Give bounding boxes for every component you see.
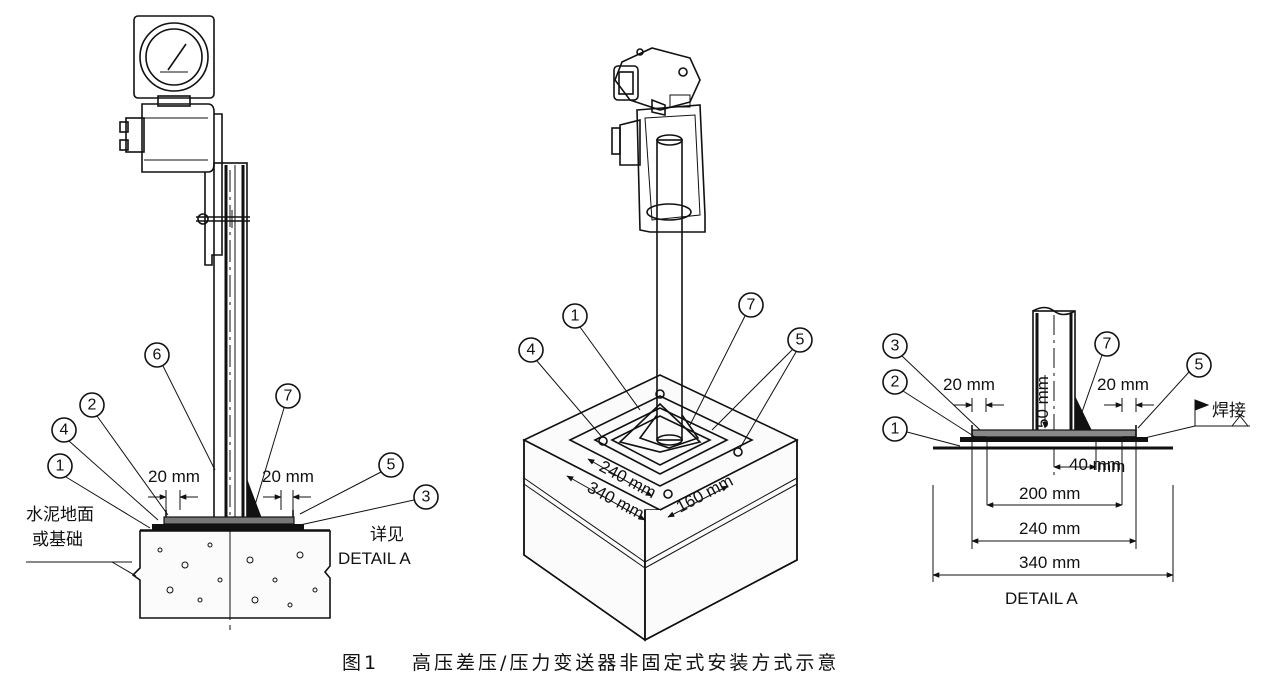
svg-text:1: 1 [571,308,580,325]
callout-5-center: 5 [711,327,813,449]
callout-5-left: 5 [299,452,404,515]
svg-text:4: 4 [60,422,69,439]
detail-title: DETAIL A [1005,589,1078,608]
center-isometric-view: 240 mm 340 mm 160 mm 1 4 7 5 [518,47,813,642]
isometric-concrete-block [522,374,799,642]
callout-7-detail: 7 [1081,331,1120,413]
callout-7-center: 7 [689,292,764,426]
detail-dim-40-unit: mm [1097,457,1125,476]
svg-text:1: 1 [56,458,65,475]
callout-1-detail: 1 [882,416,961,447]
caption-prefix: 图1 [342,652,379,674]
detail-dim-20-right: 20 mm [1097,375,1149,394]
dim-20mm-right-label: 20 mm [262,467,314,486]
detail-dim-lines [932,375,1174,578]
mounting-bracket [196,113,250,266]
concrete-foundation [131,530,331,619]
callout-7-left: 7 [254,383,301,506]
svg-text:5: 5 [1195,357,1204,374]
detail-dim-340: 340 mm [1019,553,1080,572]
detail-pipe [1032,306,1096,480]
callout-1-center: 1 [562,303,641,411]
callout-4-center: 4 [518,337,603,438]
svg-text:7: 7 [284,388,293,405]
detail-a-view: 20 mm 20 mm 50 mm 40 mm mm 200 mm 240 mm… [882,306,1250,608]
iso-dim-lines [566,458,729,521]
detail-dim-240: 240 mm [1019,519,1080,538]
svg-text:3: 3 [891,338,900,355]
svg-text:4: 4 [527,342,536,359]
detail-ref-line1: 详见 [370,525,404,545]
svg-text:2: 2 [88,397,97,414]
isometric-transmitter [613,47,701,117]
svg-text:1: 1 [891,421,900,438]
isometric-pipe-stand [638,134,700,449]
svg-text:5: 5 [796,332,805,349]
isometric-bracket [611,104,706,233]
svg-text:5: 5 [387,457,396,474]
left-elevation-view: 20 mm 20 mm 6 7 2 4 [26,15,439,630]
svg-text:7: 7 [747,297,756,314]
detail-dim-50: 50 mm [1033,376,1052,428]
dim-20mm-left-label: 20 mm [148,467,200,486]
callout-5-detail: 5 [1137,352,1212,429]
ground-label-line1: 水泥地面 [26,505,94,525]
detail-dim-40: 40 mm [1069,455,1121,474]
callout-1-left: 1 [47,453,151,529]
dim-20mm-left: 20 mm [148,467,200,510]
dim-20mm-right: 20 mm [262,467,314,510]
detail-dim-200: 200 mm [1019,484,1080,503]
callout-3-detail: 3 [882,333,981,431]
callout-2-left: 2 [79,392,169,516]
transmitter-body [119,103,215,173]
transmitter-gauge-head [133,15,215,107]
figure-caption: 图1 高压差压/压力变送器非固定式安装方式示意 [342,652,839,674]
ground-label-line2: 或基础 [32,530,83,550]
svg-text:3: 3 [422,489,431,506]
svg-text:6: 6 [153,347,162,364]
detail-ref-line2: DETAIL A [338,549,411,568]
callout-4-left: 4 [51,417,159,521]
svg-text:7: 7 [1103,336,1112,353]
weld-symbol: 焊接 [1135,399,1250,441]
base-plate [140,510,330,531]
weld-label: 焊接 [1212,401,1246,421]
detail-plates [933,425,1173,450]
callout-2-detail: 2 [882,369,976,438]
caption-text: 高压差压/压力变送器非固定式安装方式示意 [412,652,839,674]
detail-dim-20-left: 20 mm [943,375,995,394]
callout-6: 6 [144,342,216,471]
callout-3-left: 3 [299,484,439,526]
svg-text:2: 2 [891,374,900,391]
